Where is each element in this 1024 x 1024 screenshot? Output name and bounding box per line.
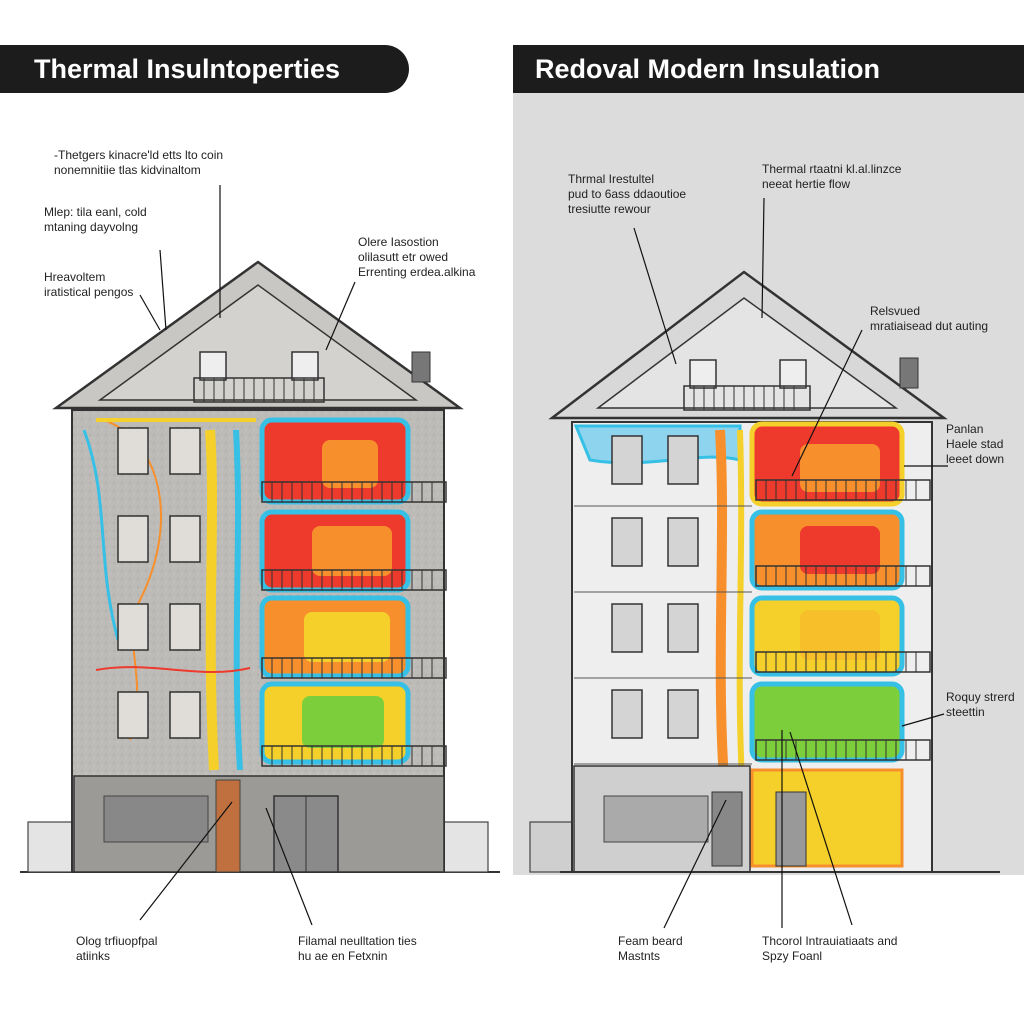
annotation-text: Filamal neulltation ties [298, 934, 417, 948]
annotation-text: Olog trfiuopfpal [76, 934, 157, 948]
left-side-wall-right [444, 822, 488, 872]
right-heat-ground [752, 770, 902, 866]
annotation-text: neeat hertie flow [762, 177, 850, 191]
annotation-text: mratiaisead dut auting [870, 319, 988, 333]
right-heat-pipe-orange [720, 430, 724, 780]
callout-line-left-3 [140, 295, 160, 330]
left-annotation-2: Mlep: tila eanl, cold mtaning dayvolng [44, 205, 147, 235]
annotation-text: Feam beard [618, 934, 683, 948]
right-side-wall-left [530, 822, 574, 872]
annotation-text: steettin [946, 705, 985, 719]
left-heat-pipe-cyan [236, 430, 240, 770]
right-heat-core-3 [800, 526, 880, 574]
left-annotation-6: Filamal neulltation ties hu ae en Fetxni… [298, 934, 417, 964]
right-chimney [900, 358, 918, 388]
left-pipe-column [216, 780, 240, 872]
annotation-text: hu ae en Fetxnin [298, 949, 387, 963]
left-heat-pipe-yellow [210, 430, 214, 770]
right-building [530, 272, 1000, 872]
right-annotation-4: Panlan Haele stad leeet down [946, 422, 1004, 467]
left-building [20, 262, 500, 872]
right-heat-pipe-yellow [740, 430, 742, 780]
annotation-text: Panlan [946, 422, 983, 436]
annotation-text: Olere Iasostion [358, 235, 439, 249]
left-annotation-3: Hreavoltem iratistical pengos [44, 270, 133, 300]
annotation-text: -Thetgers kinacre'ld etts lto coin [54, 148, 223, 162]
left-gable-window-2 [292, 352, 318, 380]
annotation-text: Roquy strerd [946, 690, 1015, 704]
callout-line-left-2 [160, 250, 166, 330]
annotation-text: iratistical pengos [44, 285, 133, 299]
right-heat-core-4 [800, 444, 880, 492]
annotation-text: Hreavoltem [44, 270, 105, 284]
annotation-text: Thrmal Irestultel [568, 172, 654, 186]
annotation-text: pud to 6ass ddaoutioe [568, 187, 686, 201]
annotation-text: Spzy Foanl [762, 949, 822, 963]
left-annotation-4: Olere Iasostion olilasutt etr owed Erren… [358, 235, 475, 280]
annotation-text: leeet down [946, 452, 1004, 466]
annotation-text: Relsvued [870, 304, 920, 318]
left-heat-core-3 [312, 526, 392, 576]
left-heat-core-4 [322, 440, 378, 488]
annotation-text: Errenting erdea.alkina [358, 265, 475, 279]
left-chimney [412, 352, 430, 382]
right-entry-door [776, 792, 806, 866]
left-heat-core-2 [304, 612, 390, 662]
right-annotation-1: Thrmal Irestultel pud to 6ass ddaoutioe … [568, 172, 686, 217]
annotation-text: mtaning dayvolng [44, 220, 138, 234]
right-heat-floor-1 [752, 684, 902, 760]
right-gable-window-2 [780, 360, 806, 388]
annotation-text: atiinks [76, 949, 110, 963]
right-annotation-3: Relsvued mratiaisead dut auting [870, 304, 988, 334]
right-annotation-7: Thcorol Intrauiatiaats and Spzy Foanl [762, 934, 897, 964]
annotation-text: Thcorol Intrauiatiaats and [762, 934, 897, 948]
annotation-text: Mastnts [618, 949, 660, 963]
annotation-text: Mlep: tila eanl, cold [44, 205, 147, 219]
right-garage-door [604, 796, 708, 842]
left-annotation-5: Olog trfiuopfpal atiinks [76, 934, 157, 964]
annotation-text: Haele stad [946, 437, 1003, 451]
annotation-text: tresiutte rewour [568, 202, 651, 216]
right-gable-window-1 [690, 360, 716, 388]
annotation-text: Thermal rtaatni kl.al.linzce [762, 162, 901, 176]
right-annotation-6: Feam beard Mastnts [618, 934, 683, 964]
left-garage-door [104, 796, 208, 842]
right-service-door [712, 792, 742, 866]
left-annotation-1: -Thetgers kinacre'ld etts lto coin nonem… [54, 148, 223, 178]
left-heat-core-1 [302, 696, 384, 748]
left-gable-window-1 [200, 352, 226, 380]
annotation-text: nonemnitiie tlas kidvinaltom [54, 163, 201, 177]
right-annotation-5: Roquy strerd steettin [946, 690, 1015, 720]
left-side-wall-left [28, 822, 72, 872]
annotation-text: olilasutt etr owed [358, 250, 448, 264]
right-annotation-2: Thermal rtaatni kl.al.linzce neeat herti… [762, 162, 901, 192]
